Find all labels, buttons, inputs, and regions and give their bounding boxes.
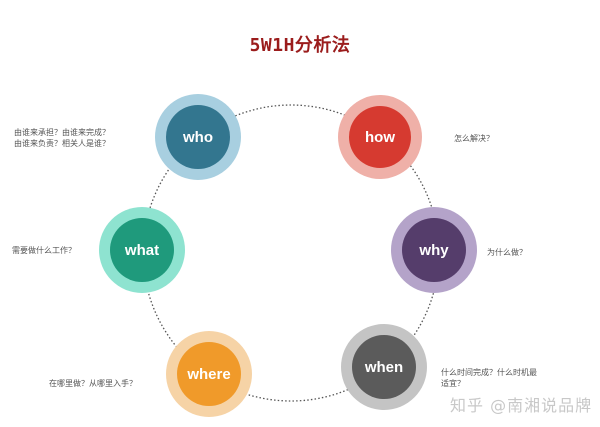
node-why-label: why: [402, 218, 466, 282]
why-description: 为什么做？: [487, 248, 527, 257]
diagram-title: 5W1H分析法: [249, 35, 351, 56]
node-where: where: [166, 331, 252, 417]
node-when: when: [341, 324, 427, 410]
node-how: how: [338, 95, 422, 179]
node-when-label: when: [352, 335, 416, 399]
watermark: 知乎 @南湘说品牌: [450, 396, 593, 415]
node-where-label: where: [177, 342, 241, 406]
where-description: 在哪里做？从哪里入手？: [49, 379, 137, 388]
who-description: 由谁来承担？由谁来完成？ 由谁来负责？相关人是谁？: [14, 128, 110, 148]
how-description: 怎么解决？: [454, 134, 494, 143]
node-what-label: what: [110, 218, 174, 282]
what-description: 需要做什么工作？: [12, 246, 76, 255]
node-what: what: [99, 207, 185, 293]
node-how-label: how: [349, 106, 411, 168]
node-why: why: [391, 207, 477, 293]
when-description: 什么时间完成？什么时机最 适宜？: [441, 368, 537, 388]
node-who: who: [155, 94, 241, 180]
node-who-label: who: [166, 105, 230, 169]
